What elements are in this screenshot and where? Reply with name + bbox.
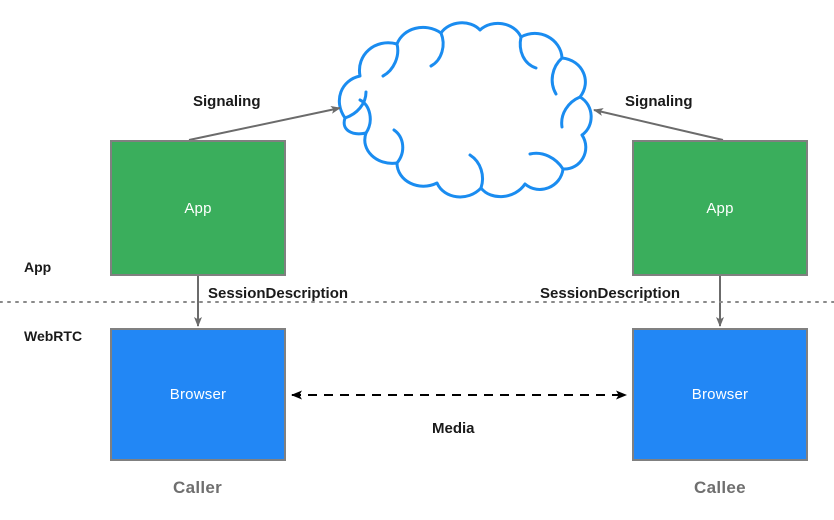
media-label: Media [432,420,475,437]
layer-label-app: App [24,259,52,275]
layer-label-webrtc: WebRTC [24,328,83,344]
browser-box-callee[interactable]: Browser [632,328,808,461]
app-box-callee-label: App [706,199,734,217]
signaling-arrow-right [593,108,724,141]
sessiondescription-label-left: SessionDescription [208,285,349,302]
browser-box-caller-label: Browser [169,386,227,403]
signaling-label-left: Signaling [193,93,261,110]
signaling-label-right: Signaling [625,93,693,110]
signaling-cloud-icon [337,21,593,199]
browser-box-callee-label: Browser [691,386,749,403]
sessiondescription-label-right: SessionDescription [540,285,681,302]
app-box-caller[interactable]: App [110,140,286,276]
role-label-caller: Caller [173,478,223,497]
app-box-caller-label: App [184,199,212,217]
app-box-callee[interactable]: App [632,140,808,276]
browser-box-caller[interactable]: Browser [110,328,286,461]
signaling-arrow-left [188,105,341,141]
role-label-callee: Callee [694,478,746,497]
